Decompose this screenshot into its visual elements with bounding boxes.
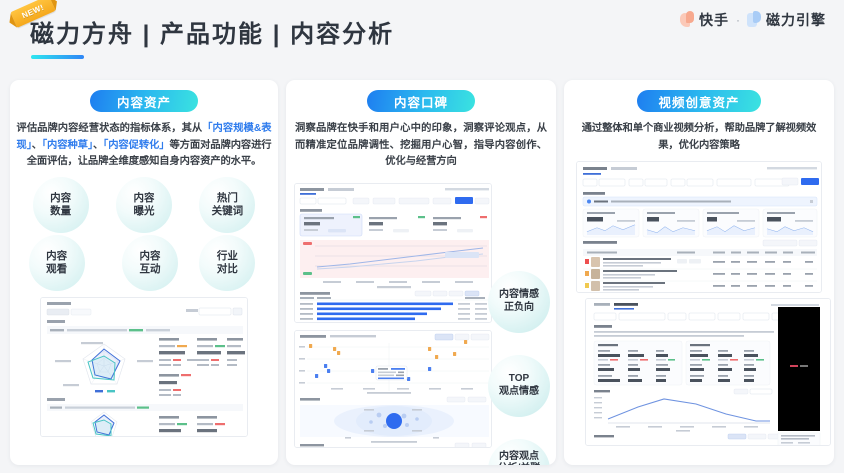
title-underline-accent [31,55,84,59]
bubble-top-opinion-sentiment[interactable]: TOP 观点情感 [488,354,550,417]
bubble-label-line2: 对比 [216,262,238,275]
brand-kuaishou-label: 快手 [699,12,729,28]
brand-logo-bar: 快手 · 磁力引擎 [680,10,826,30]
desc-part-4: 等方面对品牌内容进行全面评估，让品牌全维度感知自身内容资产的水平。 [26,139,272,168]
magnetic-engine-logo-icon [747,10,764,30]
bubble-label-line1: 内容 [139,249,161,262]
card-description-content-reputation: 洞察品牌在快手和用户心中的印象，洞察评论观点，从而精准定位品牌调性、挖掘用户心智… [295,123,547,167]
bubble-label-line2: 观点情感 [499,385,539,397]
reputation-dashboard-mock-svg [295,183,492,322]
cards-row: 内容资产 评估品牌内容经营状态的指标体系，其从「内容规模&表现」、「内容种草」、… [0,80,844,465]
reputation-scatter-mock-svg [295,330,492,447]
bubble-label-line2: 正负向 [504,301,534,313]
bubble-label-line2: 互动 [139,262,161,275]
bubble-content-quantity[interactable]: 内容 数量 [32,176,89,233]
bubble-label-line2: 分析/关联 [498,463,541,465]
video-player-preview [777,307,820,431]
card-badge-content-reputation: 内容口碑 [367,90,475,112]
bubble-content-sentiment-polarity[interactable]: 内容情感 正负向 [488,270,550,333]
page-title: 磁力方舟 | 产品功能 | 内容分析 [30,21,395,48]
desc-highlight-1: 「内容规模&表现」 [16,123,272,151]
new-ribbon-label: NEW! [20,2,46,21]
bubble-label-line1: TOP [508,373,530,384]
card-badge-content-assets: 内容资产 [90,90,198,112]
desc-part-2: 、 [31,139,42,151]
screenshot-reputation-scatter[interactable] [294,329,493,448]
bubble-label-line1: 内容情感 [499,289,539,300]
screenshot-video-detail[interactable] [584,298,831,446]
feature-bubbles-content-reputation: 内容情感 正负向 TOP 观点情感 内容观点 分析/关联 关系 [488,270,550,465]
page-header: NEW! 磁力方舟 | 产品功能 | 内容分析 快手 · 磁力引擎 [0,0,844,75]
bubble-label-line1: 热门 [216,191,238,204]
card-video-creative-assets[interactable]: 视频创意资产 通过整体和单个商业视频分析，帮助品牌了解视频效果，优化内容策略 [564,80,834,465]
card-content-assets[interactable]: 内容资产 评估品牌内容经营状态的指标体系，其从「内容规模&表现」、「内容种草」、… [10,80,279,465]
bubble-opinion-analysis-relations[interactable]: 内容观点 分析/关联 关系 [488,438,550,465]
desc-highlight-3: 「内容促转化」 [103,139,170,151]
screenshot-video-assets-overview[interactable] [575,161,822,293]
brand-magnetic-engine: 磁力引擎 [747,10,826,30]
bubble-content-views[interactable]: 内容 观看 [28,234,85,291]
video-assets-dashboard-mock-svg [576,162,821,292]
bubble-label-line2: 数量 [50,204,72,217]
bubble-content-exposure[interactable]: 内容 曝光 [115,176,172,233]
brand-separator-dot: · [736,13,740,27]
kuaishou-logo-icon [680,10,697,30]
bubble-label-line2: 曝光 [133,204,155,217]
bubble-content-interaction[interactable]: 内容 互动 [121,234,178,291]
bubble-label-line1: 内容 [46,249,68,262]
radar-chart-1 [82,343,126,384]
bubble-label-line1: 内容观点 [499,450,539,462]
bubble-label-line1: 内容 [50,191,72,204]
screenshot-content-assets-dashboard[interactable] [40,296,248,437]
bubble-label-line2: 关键词 [211,204,244,217]
screenshots-column-reputation [294,177,493,448]
bubble-industry-comparison[interactable]: 行业 对比 [199,234,256,291]
bubble-label-line1: 行业 [216,249,238,262]
video-detail-mock-svg [585,299,830,445]
card-content-reputation[interactable]: 内容口碑 洞察品牌在快手和用户心中的印象，洞察评论观点，从而精准定位品牌调性、挖… [286,80,556,465]
desc-part-1: 评估品牌内容经营状态的指标体系，其从 [16,123,203,134]
screenshot-reputation-overview[interactable] [294,182,493,323]
feature-bubbles-content-assets: 内容 数量 内容 曝光 热门 关键词 内容 观看 内容 互动 [19,176,269,291]
radar-chart-2 [90,411,118,436]
card-badge-video-creative-assets: 视频创意资产 [636,90,761,112]
brand-kuaishou: 快手 [680,10,729,30]
bubble-hot-keywords[interactable]: 热门 关键词 [199,176,256,233]
bubble-label-line2: 观看 [46,262,68,275]
bubble-label-line1: 内容 [133,191,155,204]
desc-highlight-2: 「内容种草」 [41,139,93,151]
brand-magnetic-engine-label: 磁力引擎 [766,12,826,28]
card-description-content-assets: 评估品牌内容经营状态的指标体系，其从「内容规模&表现」、「内容种草」、「内容促转… [17,121,272,171]
card-description-video-creative-assets: 通过整体和单个商业视频分析，帮助品牌了解视频效果，优化内容策略 [581,123,817,151]
desc-part-3: 、 [92,139,104,151]
dashboard-mock-svg [41,297,247,436]
